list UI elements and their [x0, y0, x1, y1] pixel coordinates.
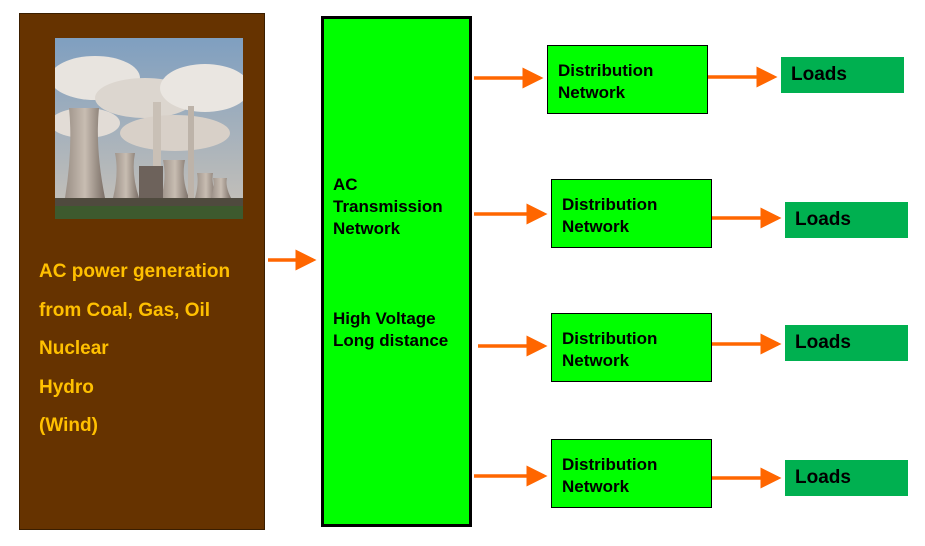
loads-box: Loads [781, 57, 904, 93]
transmission-title-line: Transmission [333, 197, 443, 216]
transmission-title: AC Transmission Network [333, 174, 443, 240]
generation-box [19, 13, 265, 530]
transmission-detail-line: Long distance [333, 331, 449, 350]
generation-line: Hydro [39, 376, 94, 398]
distribution-label-line: Network [562, 477, 630, 496]
generation-line: Nuclear [39, 338, 109, 359]
distribution-label-line: Distribution [562, 195, 658, 214]
transmission-detail-line: High Voltage [333, 309, 436, 328]
distribution-network-box: Distribution Network [551, 313, 712, 382]
transmission-title-line: AC [333, 175, 358, 194]
loads-box: Loads [785, 460, 908, 496]
distribution-label-line: Distribution [562, 455, 658, 474]
distribution-label-line: Distribution [558, 61, 654, 80]
distribution-network-box: Distribution Network [551, 439, 712, 508]
transmission-title-line: Network [333, 219, 401, 238]
loads-box: Loads [785, 325, 908, 361]
distribution-network-box: Distribution Network [551, 179, 712, 248]
distribution-label-line: Network [562, 217, 630, 236]
distribution-network-box: Distribution Network [547, 45, 708, 114]
distribution-label-line: Distribution [562, 329, 658, 348]
transmission-box: AC Transmission Network High Voltage Lon… [321, 16, 472, 527]
distribution-label-line: Network [558, 83, 626, 102]
generation-text: AC power generation from Coal, Gas, Oil … [19, 260, 230, 453]
generation-line: from Coal, Gas, Oil [39, 299, 211, 321]
distribution-label-line: Network [562, 351, 630, 370]
loads-box: Loads [785, 202, 908, 238]
generation-line: AC power generation [39, 261, 231, 282]
generation-line: (Wind) [39, 415, 98, 436]
transmission-detail: High Voltage Long distance [333, 308, 448, 352]
power-plant-photo [55, 38, 243, 219]
